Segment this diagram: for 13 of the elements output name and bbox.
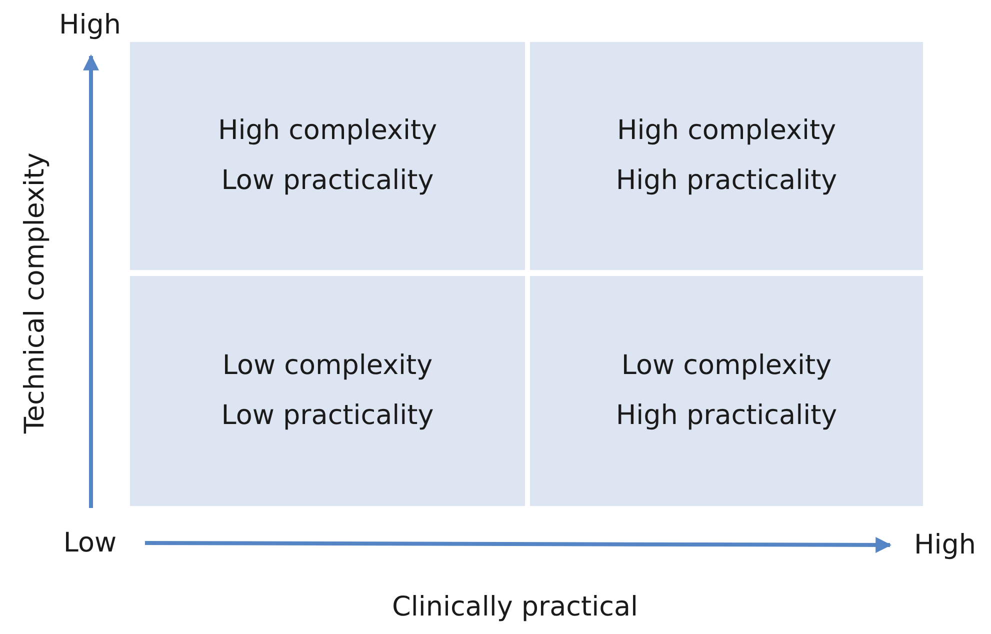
quadrant-label: Low complexity High practicality bbox=[614, 349, 838, 433]
quadrant-label: High complexity High practicality bbox=[614, 114, 838, 198]
axis-title: Technical complexity bbox=[20, 152, 50, 434]
quadrant-box bbox=[530, 276, 923, 506]
axis-end-label: Low bbox=[63, 528, 117, 558]
quadrant-label: High complexity Low practicality bbox=[216, 114, 438, 198]
quadrant-label: Low complexity Low practicality bbox=[220, 349, 435, 433]
axis-title: Clinically practical bbox=[392, 592, 638, 622]
axis-end-label: High bbox=[914, 530, 976, 560]
quadrant-box bbox=[130, 276, 525, 506]
axis-end-label: High bbox=[58, 10, 122, 40]
quadrant-box bbox=[530, 42, 923, 270]
quadrant-box bbox=[130, 42, 525, 270]
